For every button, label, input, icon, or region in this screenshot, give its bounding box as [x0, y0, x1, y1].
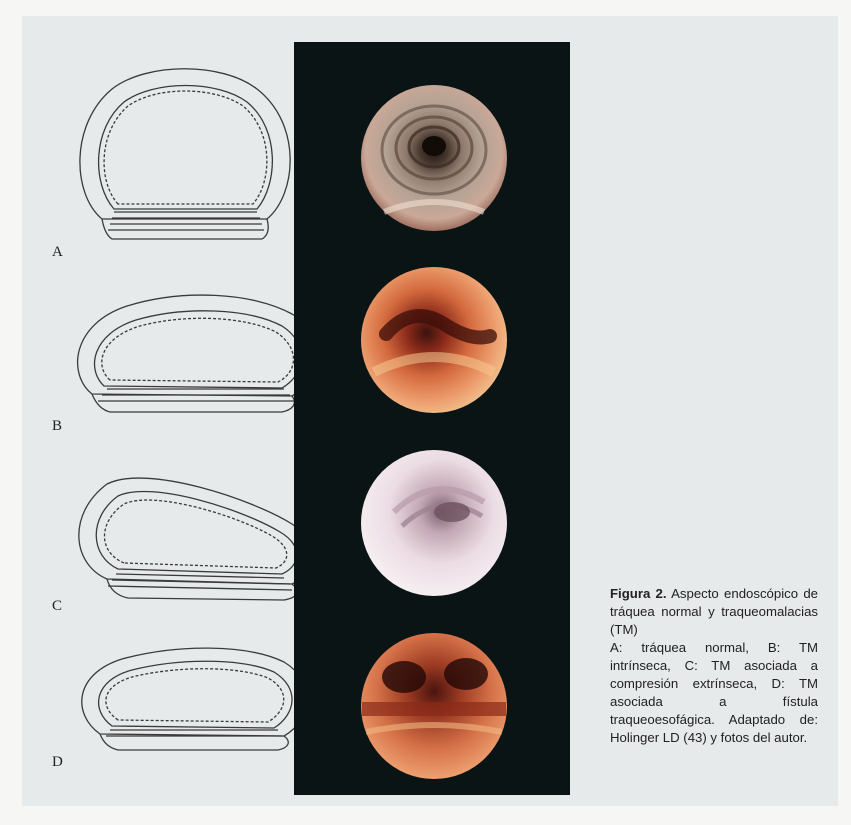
figure-caption: Figura 2. Aspecto endoscópico de tráquea… [610, 585, 818, 747]
figure-caption-body: A: tráquea normal, B: TM intrínseca, C: … [610, 639, 818, 747]
label-a: A [52, 244, 63, 260]
drawing-d [82, 648, 307, 750]
trachea-drawings: A B C [52, 44, 314, 784]
trachea-drawings-svg: A B C [52, 44, 314, 784]
endoscopy-photo-d [361, 633, 507, 779]
figure-label: Figura 2. [610, 586, 667, 601]
drawing-b [78, 295, 314, 412]
label-b: B [52, 418, 62, 434]
endoscopy-photo-b [361, 267, 507, 413]
endoscopy-photo-strip [294, 42, 570, 795]
drawing-a [80, 69, 290, 239]
label-c: C [52, 598, 62, 614]
drawing-c [79, 478, 312, 600]
label-d: D [52, 754, 63, 770]
endoscopy-photos-svg [294, 42, 570, 795]
endoscopy-photo-a [361, 85, 507, 231]
figure-panel: A B C [22, 16, 838, 806]
endoscopy-photo-c [361, 450, 507, 596]
